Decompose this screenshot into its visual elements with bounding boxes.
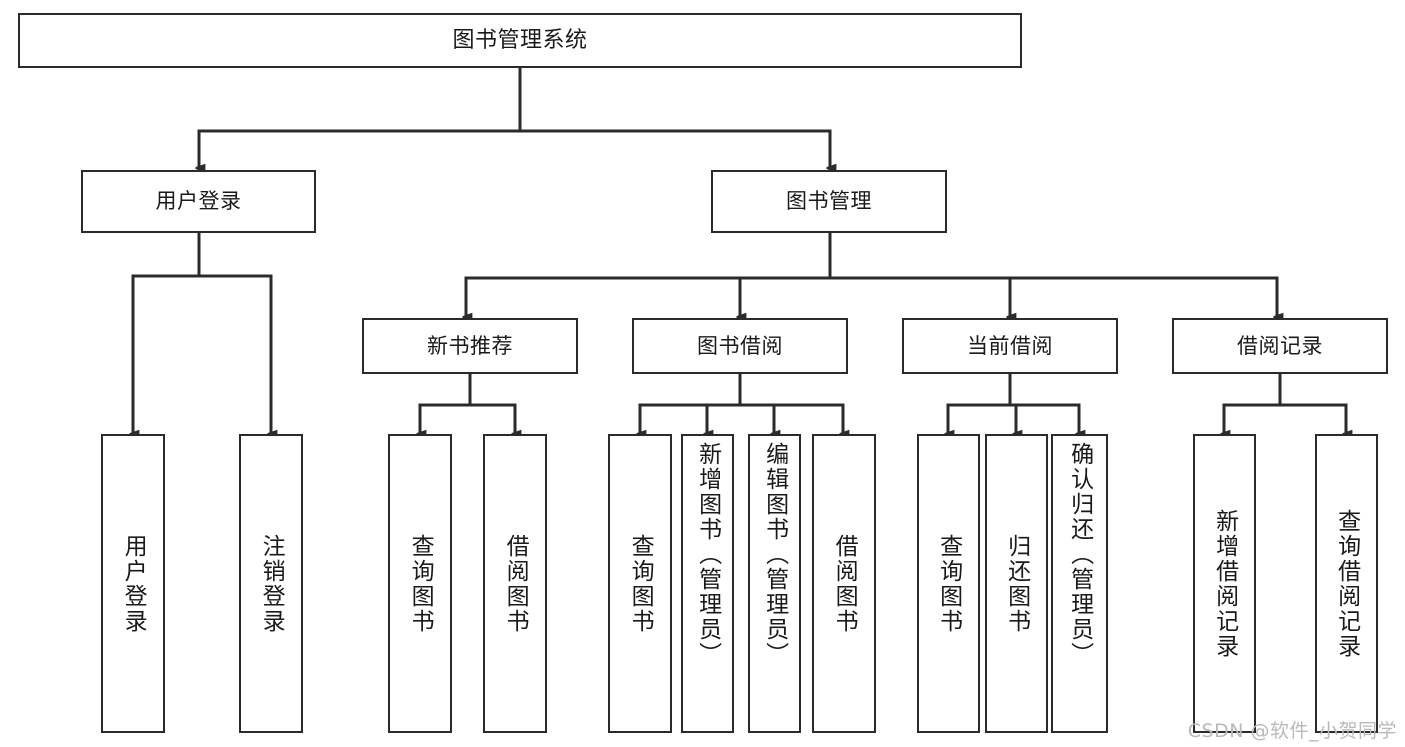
- leaf-borrow-book-1-label: 借阅图书: [502, 533, 529, 634]
- leaf-confirm-return-label: 确认归还（管理员）: [1066, 442, 1093, 667]
- node-root[interactable]: 图书管理系统: [18, 13, 1022, 68]
- leaf-query-book-1-label: 查询图书: [407, 533, 434, 634]
- leaf-logout-label: 注销登录: [258, 533, 285, 634]
- leaf-query-book-1[interactable]: 查询图书: [388, 434, 452, 733]
- leaf-add-book[interactable]: 新增图书（管理员）: [681, 434, 734, 733]
- node-new-book-recommend-label: 新书推荐: [427, 333, 513, 358]
- node-book-manage-label: 图书管理: [786, 189, 872, 214]
- leaf-edit-book[interactable]: 编辑图书（管理员）: [748, 434, 801, 733]
- leaf-query-borrow-record[interactable]: 查询借阅记录: [1315, 434, 1378, 733]
- node-borrow-record-label: 借阅记录: [1237, 333, 1323, 358]
- csdn-watermark: CSDN @软件_小贺同学: [1187, 720, 1397, 742]
- leaf-query-borrow-record-label: 查询借阅记录: [1333, 508, 1360, 659]
- leaf-return-book[interactable]: 归还图书: [985, 434, 1048, 733]
- node-new-book-recommend[interactable]: 新书推荐: [362, 318, 578, 374]
- leaf-edit-book-label: 编辑图书（管理员）: [761, 442, 788, 667]
- leaf-logout[interactable]: 注销登录: [239, 434, 303, 733]
- leaf-borrow-book-2-label: 借阅图书: [831, 533, 858, 634]
- node-user-login-label: 用户登录: [155, 189, 242, 214]
- node-current-borrow-label: 当前借阅: [967, 333, 1053, 358]
- leaf-query-book-2-label: 查询图书: [627, 533, 654, 634]
- node-user-login[interactable]: 用户登录: [81, 170, 316, 233]
- node-root-label: 图书管理系统: [452, 27, 588, 53]
- leaf-borrow-book-2[interactable]: 借阅图书: [812, 434, 876, 733]
- leaf-query-book-3[interactable]: 查询图书: [917, 434, 980, 733]
- leaf-user-login[interactable]: 用户登录: [101, 434, 165, 733]
- leaf-user-login-label: 用户登录: [120, 533, 147, 634]
- leaf-add-book-label: 新增图书（管理员）: [694, 442, 721, 667]
- node-book-borrow[interactable]: 图书借阅: [632, 318, 848, 374]
- node-book-manage[interactable]: 图书管理: [711, 170, 947, 233]
- leaf-query-book-3-label: 查询图书: [935, 533, 962, 634]
- node-book-borrow-label: 图书借阅: [697, 333, 783, 358]
- leaf-return-book-label: 归还图书: [1003, 533, 1030, 634]
- leaf-add-borrow-record-label: 新增借阅记录: [1211, 508, 1238, 659]
- leaf-add-borrow-record[interactable]: 新增借阅记录: [1193, 434, 1256, 733]
- leaf-borrow-book-1[interactable]: 借阅图书: [483, 434, 547, 733]
- leaf-query-book-2[interactable]: 查询图书: [608, 434, 672, 733]
- node-borrow-record[interactable]: 借阅记录: [1172, 318, 1388, 374]
- leaf-confirm-return[interactable]: 确认归还（管理员）: [1051, 434, 1108, 733]
- node-current-borrow[interactable]: 当前借阅: [902, 318, 1118, 374]
